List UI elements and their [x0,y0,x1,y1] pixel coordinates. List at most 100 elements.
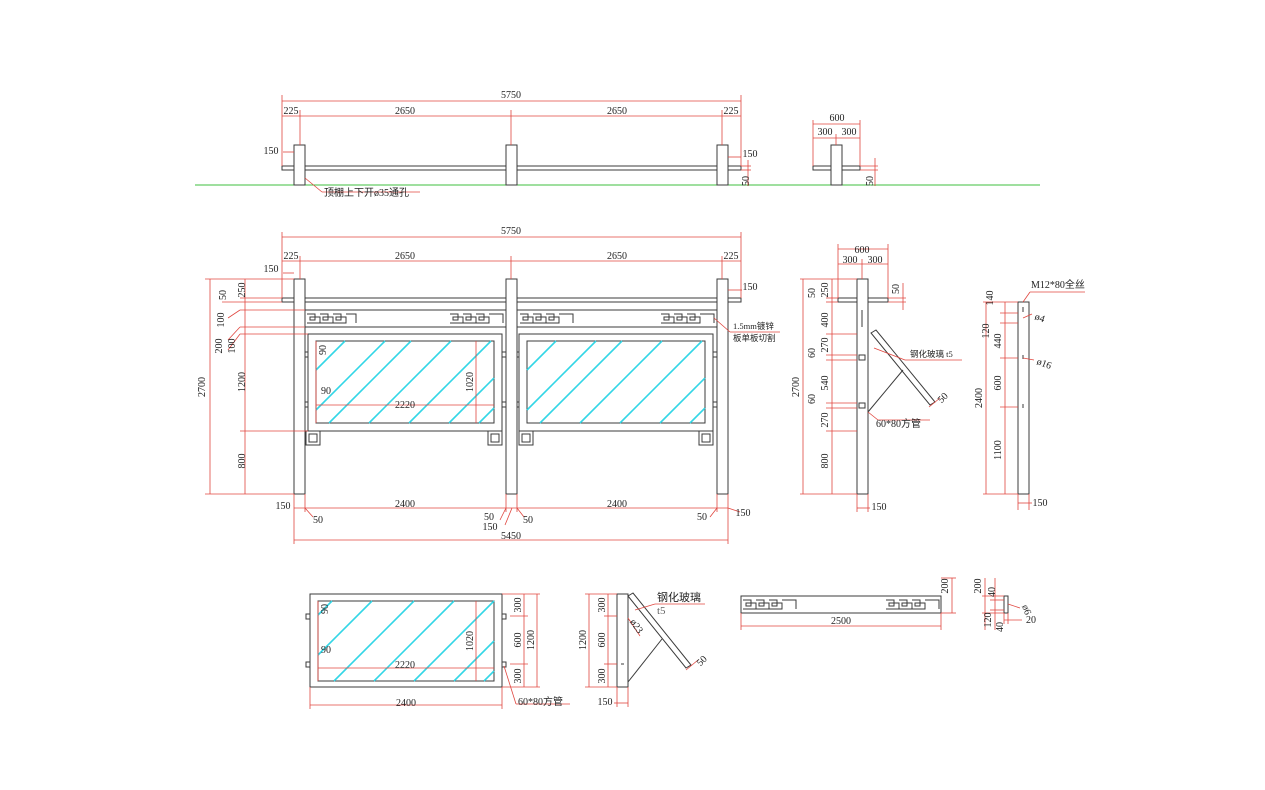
gs-stack-300b: 300 [597,669,608,684]
front-elevation: 5750 225 2650 2650 225 150 150 50 250 10… [197,226,780,544]
front-stack-100b: 100 [227,339,238,354]
front-bottom-150a: 150 [276,501,291,512]
side-tube-label: 60*80方管 [876,417,921,430]
side-elev-half-2: 300 [868,255,883,266]
detail-stack-120: 120 [981,324,992,339]
post-right [716,144,729,186]
gf-right-600: 600 [513,633,524,648]
front-post-middle [505,278,518,495]
top-post-right-dim: 150 [743,149,758,160]
gs-stack-600: 600 [597,633,608,648]
front-post-right [716,278,729,495]
frame-outer-right [518,333,714,432]
detail-hole-a: ø4 [1033,311,1046,325]
front-bottom-50-right: 50 [697,512,707,523]
detail-stack-440: 440 [993,334,1004,349]
gs-thk: 50 [695,654,710,669]
section-plate [1003,595,1009,614]
corner-brackets [305,430,714,446]
front-overall-dim: 5750 [501,226,521,237]
fret-band-left [304,309,507,328]
side-post-width: 150 [872,502,887,513]
side-elev-post [856,278,869,495]
top-note: 顶棚上下开ø35通孔 [324,186,409,199]
gf-width: 2400 [396,698,416,709]
gf-inner-90b: 90 [321,645,331,656]
detail-post-width: 150 [1033,498,1048,509]
front-glass-width: 2220 [395,400,415,411]
section-dim-40a: 40 [987,587,998,597]
side-stack-60a: 60 [807,348,818,358]
section-hole: ø6 [1019,603,1033,616]
gs-hole: ø23 [627,617,645,636]
front-inner-90b: 90 [321,386,331,397]
side-stack-60b: 60 [807,394,818,404]
side-inclined-glass [870,329,936,406]
glass-hatch-left [315,340,495,424]
board-outline [740,595,942,614]
gf-glass-height: 1020 [465,631,476,651]
detail-post [1017,301,1030,495]
side-elev-roof-50: 50 [891,284,902,294]
board-section-detail: 200 40 120 40 ø6 20 [973,578,1036,632]
front-post-left [293,278,306,495]
section-dim-120: 120 [983,613,994,628]
side-stack-270b: 270 [820,413,831,428]
board-length: 2500 [831,616,851,627]
detail-stack-140: 140 [985,291,996,306]
side-stack-540: 540 [820,376,831,391]
section-height: 200 [973,579,984,594]
side-stack-270a: 270 [820,338,831,353]
gf-right-300b: 300 [513,669,524,684]
side-top-half-1: 300 [818,127,833,138]
gs-glass-t: t5 [657,605,666,617]
front-seg-3: 2650 [607,251,627,262]
top-post-left-dim: 150 [264,146,279,157]
front-total-height: 2700 [197,377,208,397]
front-panel-height: 1200 [237,372,248,392]
front-bottom-150b: 150 [736,508,751,519]
gf-inner-90a: 90 [320,604,331,614]
top-seg-3: 2650 [607,106,627,117]
section-dim-40b: 40 [995,622,1006,632]
fret-pattern [307,313,715,324]
top-side-view: 600 300 300 50 [812,113,878,186]
fret-band-right [516,309,718,328]
side-stack-50: 50 [807,288,818,298]
post-left [293,144,306,186]
top-roof-thk: 50 [741,176,752,186]
top-seg-2: 2650 [395,106,415,117]
front-bottom-50c: 50 [523,515,533,526]
detail-stack-600: 600 [993,376,1004,391]
detail-hole-b: ø16 [1035,356,1053,371]
post-middle [505,144,518,186]
gs-glass-label: 钢化玻璃 [657,590,701,604]
frame-outer-left [307,333,503,432]
front-note-1: 1.5mm镀锌 [733,321,774,331]
gs-stack-300a: 300 [597,598,608,613]
top-seg-4: 225 [724,106,739,117]
side-elev-half-1: 300 [843,255,858,266]
side-glass-label: 钢化玻璃 t5 [910,349,953,359]
gf-glass-width: 2220 [395,660,415,671]
front-glass-height: 1020 [465,372,476,392]
top-seg-1: 225 [284,106,299,117]
front-bottom-2400a: 2400 [395,499,415,510]
front-post-top-right: 150 [743,282,758,293]
side-glass-thk: 50 [936,391,951,406]
side-stack-400: 400 [820,313,831,328]
side-top-roof-thk: 50 [865,176,876,186]
front-seg-2: 2650 [395,251,415,262]
front-base-height: 800 [237,454,248,469]
front-bottom-50a: 50 [313,515,323,526]
front-seg-4: 225 [724,251,739,262]
side-stack-250: 250 [820,283,831,298]
fret-board-detail: 2500 200 [740,577,956,630]
top-plan-view: 5750 225 2650 2650 225 150 150 50 顶棚上下开ø… [195,90,1040,199]
detail-total: 2400 [974,388,985,408]
front-post-top-left: 150 [264,264,279,275]
side-elevation: 600 300 300 50 50 250 400 270 60 540 60 … [791,244,962,513]
side-top-overall: 600 [830,113,845,124]
gf-right-total: 1200 [526,630,537,650]
front-inner-90a: 90 [318,345,329,355]
